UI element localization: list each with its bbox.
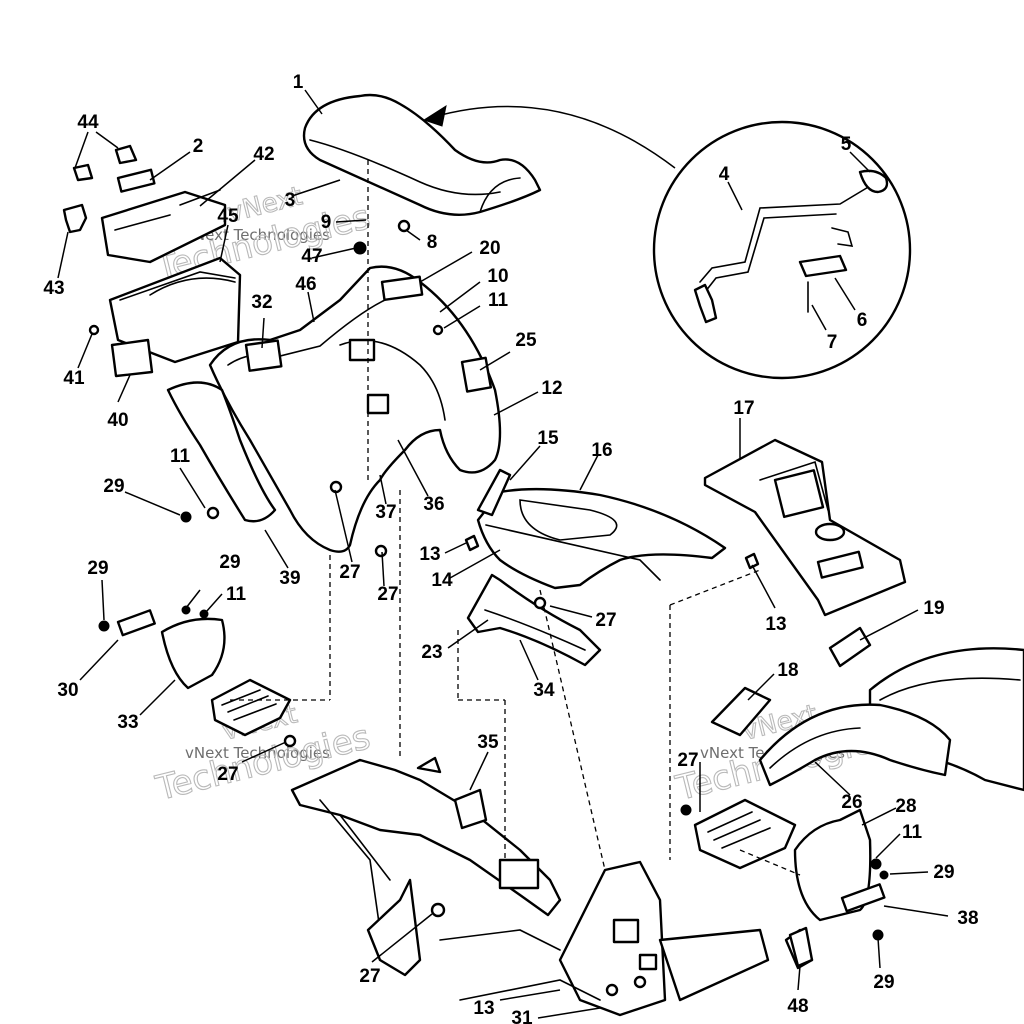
callout-19: 19 (923, 598, 944, 619)
front-fender-part (710, 626, 1024, 792)
tank-cover-part (476, 468, 727, 590)
callout-12: 12 (541, 378, 562, 399)
callout-27: 27 (217, 764, 238, 785)
callout-10: 10 (487, 266, 508, 287)
callout-34: 34 (533, 680, 555, 701)
callout-33: 33 (117, 712, 138, 733)
callout-labels: 1 2 3 4 5 6 7 8 9 10 11 12 13 14 15 16 1… (43, 72, 978, 1024)
callout-41: 41 (63, 368, 85, 389)
assembly-lines (230, 160, 801, 876)
callout-29: 29 (219, 552, 240, 573)
arrow-head (422, 104, 447, 127)
watermark-text: vNext Technologies (185, 744, 330, 762)
callout-28: 28 (895, 796, 916, 817)
callout-11: 11 (902, 822, 923, 843)
callout-25: 25 (515, 330, 537, 351)
rear-fender-part (208, 265, 502, 553)
callout-29: 29 (103, 476, 124, 497)
callout-27: 27 (339, 562, 360, 583)
mud-flap-part (166, 381, 277, 523)
detail-inset (652, 120, 912, 380)
callout-29: 29 (933, 862, 954, 883)
callout-39: 39 (279, 568, 300, 589)
callout-27: 27 (377, 584, 398, 605)
callout-23: 23 (421, 642, 442, 663)
callout-11: 11 (170, 446, 191, 467)
side-panel-part (466, 573, 602, 667)
callout-20: 20 (479, 238, 500, 259)
footrest-left (116, 609, 292, 737)
callout-26: 26 (841, 792, 862, 813)
detail-arrow (429, 105, 676, 169)
callout-8: 8 (427, 232, 438, 253)
callout-9: 9 (321, 212, 332, 233)
callout-13: 13 (765, 614, 786, 635)
callout-2: 2 (193, 136, 204, 157)
callout-15: 15 (537, 428, 559, 449)
battery-box-part (62, 144, 242, 378)
callout-40: 40 (107, 410, 128, 431)
callout-29: 29 (87, 558, 108, 579)
callout-42: 42 (253, 144, 274, 165)
seat-part (302, 93, 542, 216)
footrest-right (693, 798, 886, 922)
callout-31: 31 (511, 1008, 533, 1024)
callout-32: 32 (251, 292, 272, 313)
callout-11: 11 (488, 290, 509, 311)
callout-1: 1 (293, 72, 304, 93)
callout-27: 27 (595, 610, 616, 631)
callout-11: 11 (226, 584, 247, 605)
callout-45: 45 (217, 206, 239, 227)
callout-4: 4 (719, 164, 730, 185)
callout-48: 48 (787, 996, 808, 1017)
callout-5: 5 (841, 134, 852, 155)
leader-lines (57, 89, 949, 1019)
callout-13: 13 (473, 998, 494, 1019)
callout-47: 47 (301, 246, 322, 267)
callout-44: 44 (77, 112, 99, 133)
callout-35: 35 (477, 732, 499, 753)
callout-36: 36 (423, 494, 444, 515)
callout-46: 46 (295, 274, 316, 295)
callout-27: 27 (677, 750, 698, 771)
console-part (703, 438, 907, 617)
callout-30: 30 (57, 680, 78, 701)
callout-18: 18 (777, 660, 798, 681)
callout-37: 37 (375, 502, 396, 523)
callout-13: 13 (419, 544, 440, 565)
callout-38: 38 (957, 908, 978, 929)
callout-16: 16 (591, 440, 612, 461)
callout-27: 27 (359, 966, 380, 987)
callout-7: 7 (827, 332, 838, 353)
callout-17: 17 (733, 398, 754, 419)
callout-29: 29 (873, 972, 894, 993)
watermark-text: vNext Technologies (185, 226, 330, 244)
callout-3: 3 (285, 190, 296, 211)
callout-6: 6 (857, 310, 868, 331)
callout-43: 43 (43, 278, 64, 299)
callout-14: 14 (431, 570, 453, 591)
